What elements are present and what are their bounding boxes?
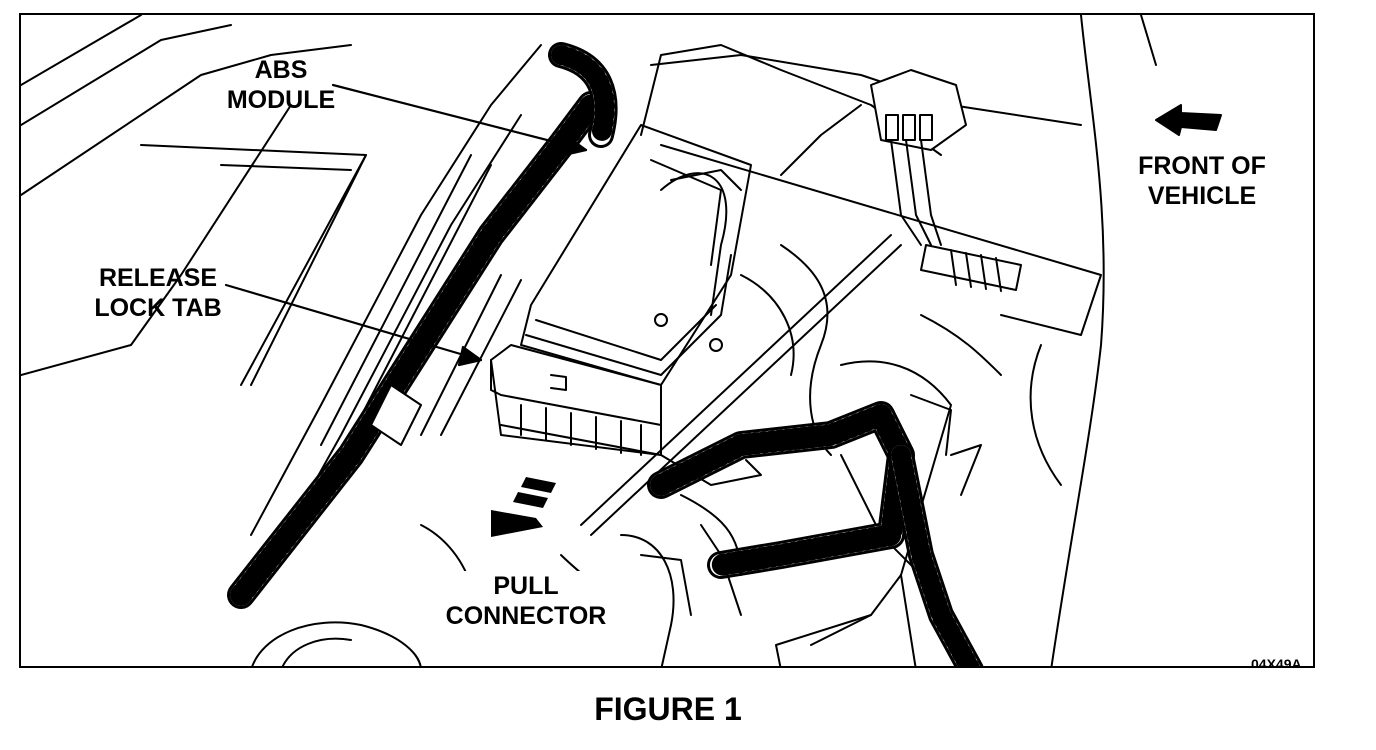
figure-caption: FIGURE 1 [594, 691, 742, 727]
leader-arrows [224, 83, 588, 367]
front-of-vehicle-label-line1: FRONT OF [1138, 152, 1266, 180]
release-lock-tab-label-line1: RELEASE [98, 264, 218, 292]
lower-bracket [560, 394, 982, 616]
sensor-connector [870, 69, 1022, 292]
front-of-vehicle-label-line2: VEHICLE [1147, 182, 1257, 210]
figure-code: 04X49A [1251, 656, 1302, 668]
engine-bay-line-drawing [21, 15, 1222, 666]
pull-connector-label-line1: PULL [493, 572, 559, 600]
abs-module [520, 124, 752, 386]
illustration-frame: ABS MODULE RELEASE LOCK TAB FRONT OF VEH… [19, 13, 1315, 668]
right-harness [647, 401, 984, 666]
release-lock-tab-label-line2: LOCK TAB [94, 294, 222, 322]
pull-direction-arrow [491, 477, 556, 537]
pull-connector-label-line2: CONNECTOR [445, 602, 607, 630]
front-of-vehicle-label: FRONT OF VEHICLE [1117, 151, 1287, 211]
front-of-vehicle-arrow [1155, 104, 1222, 136]
abs-module-label-line1: ABS [254, 56, 308, 84]
abs-module-label-line2: MODULE [226, 86, 336, 114]
left-harness [227, 42, 618, 609]
pull-connector-label: PULL CONNECTOR [421, 571, 631, 631]
abs-connector [490, 344, 662, 456]
abs-module-label: ABS MODULE [216, 55, 346, 115]
brake-lines [580, 104, 952, 666]
release-lock-tab-label: RELEASE LOCK TAB [73, 263, 243, 323]
